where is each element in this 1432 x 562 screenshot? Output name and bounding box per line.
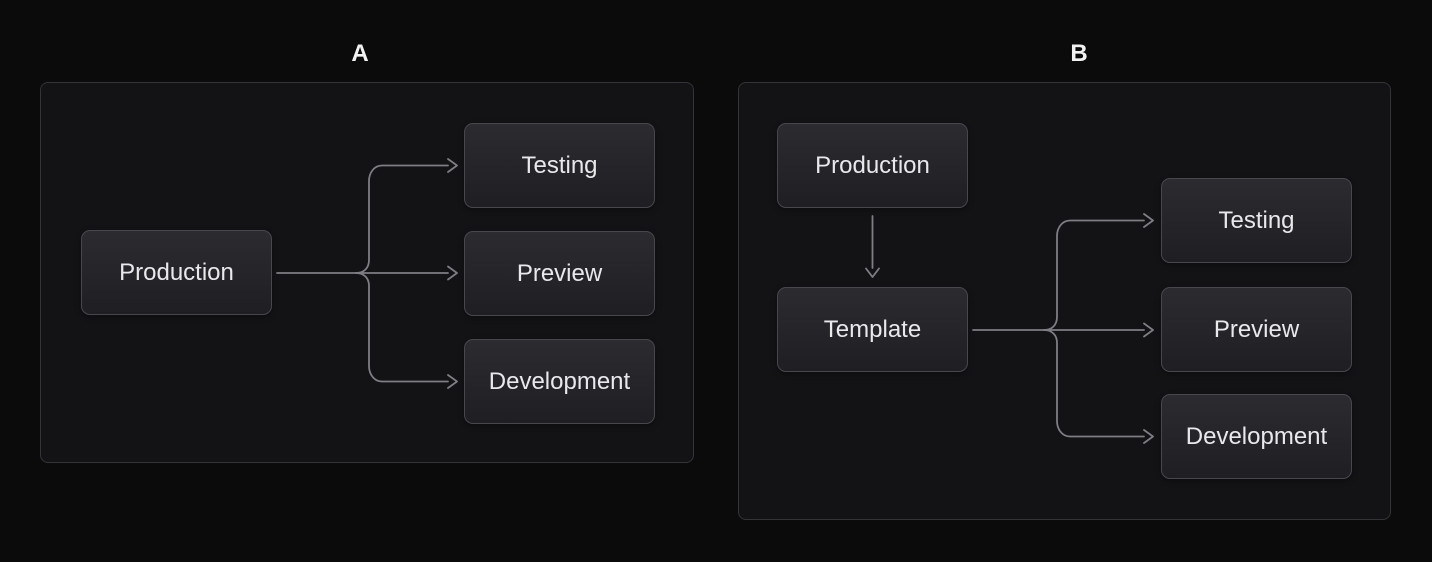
node-b-testing: Testing xyxy=(1161,178,1352,263)
panel-a-label: A xyxy=(351,40,369,67)
node-b-preview: Preview xyxy=(1161,287,1352,372)
node-a-preview: Preview xyxy=(464,231,655,316)
node-b-development: Development xyxy=(1161,394,1352,479)
node-a-production: Production xyxy=(81,230,272,315)
panel-b-label: B xyxy=(1070,40,1088,67)
node-b-template: Template xyxy=(777,287,968,372)
node-b-production: Production xyxy=(777,123,968,208)
node-a-testing: Testing xyxy=(464,123,655,208)
node-a-development: Development xyxy=(464,339,655,424)
